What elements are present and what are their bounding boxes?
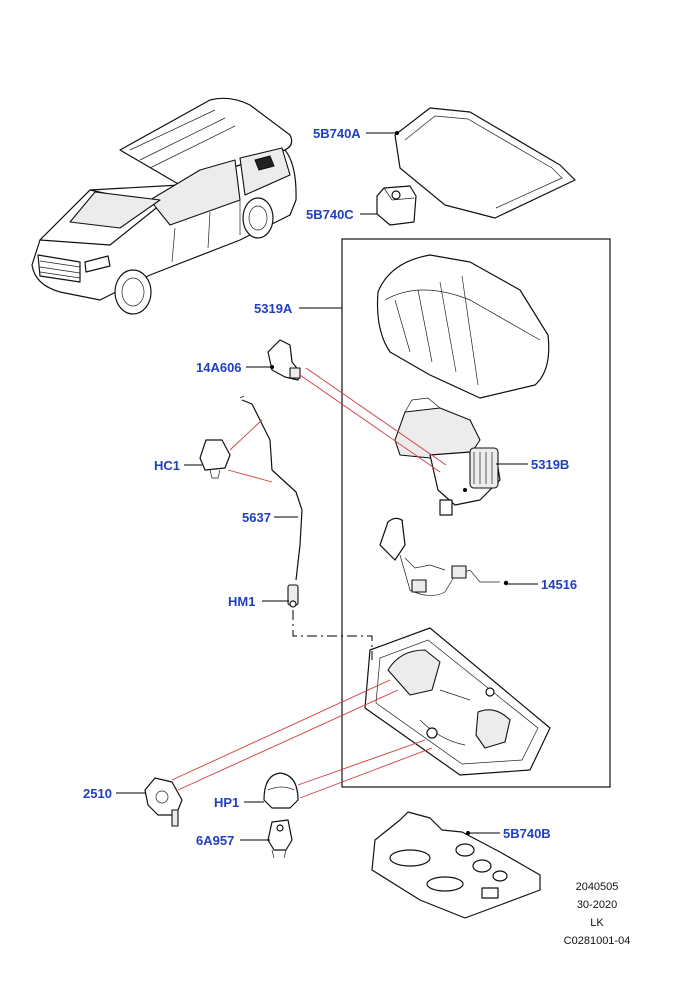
reference-line-4: C0281001-04 [564,935,631,947]
part-14516-harness[interactable] [379,517,509,596]
part-base-tray[interactable] [364,627,551,776]
label-5319a[interactable]: 5319A [254,301,293,316]
label-6a957[interactable]: 6A957 [196,833,234,848]
part-14a606-valve[interactable] [267,339,301,381]
callout-lines [171,367,447,799]
label-hc1[interactable]: HC1 [154,458,180,473]
part-2510-sensor[interactable] [144,777,183,827]
part-6a957-isolator[interactable] [267,819,293,859]
part-5319a-housing-cover[interactable] [376,254,550,399]
label-14a606[interactable]: 14A606 [196,360,242,375]
reference-line-1: 2040505 [576,881,619,893]
part-5637-pipe[interactable] [239,395,303,581]
reference-block: 2040505 30-2020 LK C0281001-04 [564,881,631,947]
leader-lines [116,131,538,841]
label-5637[interactable]: 5637 [242,510,271,525]
label-2510[interactable]: 2510 [83,786,112,801]
label-hp1[interactable]: HP1 [214,795,239,810]
assembly-frame [341,238,611,788]
part-hp1-mount[interactable] [263,772,299,809]
label-hm1[interactable]: HM1 [228,594,255,609]
vehicle-illustration [31,97,297,315]
label-5b740a[interactable]: 5B740A [313,126,361,141]
part-hc1-clip[interactable] [199,439,231,479]
label-14516[interactable]: 14516 [541,577,577,592]
part-5b740c-clip[interactable] [376,185,417,226]
part-hm1-connector[interactable] [287,584,299,608]
label-5319b[interactable]: 5319B [531,457,569,472]
part-5b740a-cover[interactable] [394,107,576,219]
part-labels: 5B740A 5B740C 5319A 14A606 5319B HC1 563… [83,126,577,848]
label-5b740c[interactable]: 5B740C [306,207,354,222]
reference-line-2: 30-2020 [577,899,617,911]
part-5b740b-pad[interactable] [371,811,541,919]
label-5b740b[interactable]: 5B740B [503,826,551,841]
part-5319b-compressor[interactable] [394,397,501,516]
reference-line-3: LK [590,917,604,929]
